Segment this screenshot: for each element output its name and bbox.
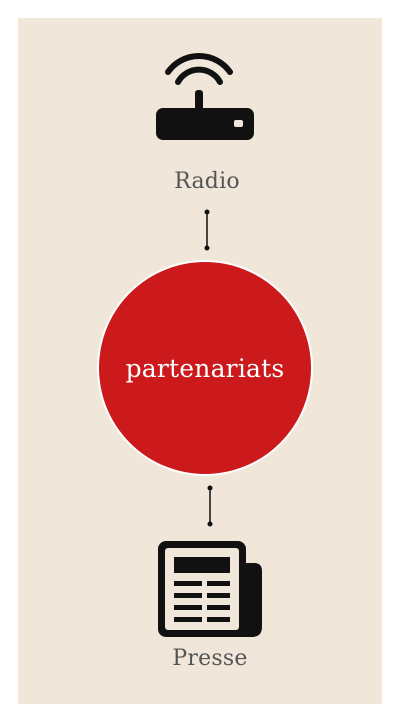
connector-dot <box>207 485 213 491</box>
center-label: partenariats <box>125 353 285 383</box>
diagram-panel: Radio partenariats Presse <box>18 18 382 704</box>
connector-dot <box>204 209 210 215</box>
newspaper-icon <box>158 541 262 637</box>
radio-label: Radio <box>174 169 240 194</box>
presse-label: Presse <box>172 646 248 671</box>
connector-dot <box>207 521 213 527</box>
connector-top <box>204 209 210 251</box>
center-circle: partenariats <box>97 260 313 476</box>
connector-dot <box>204 245 210 251</box>
connector-bottom <box>207 485 213 527</box>
router-icon <box>156 53 254 140</box>
